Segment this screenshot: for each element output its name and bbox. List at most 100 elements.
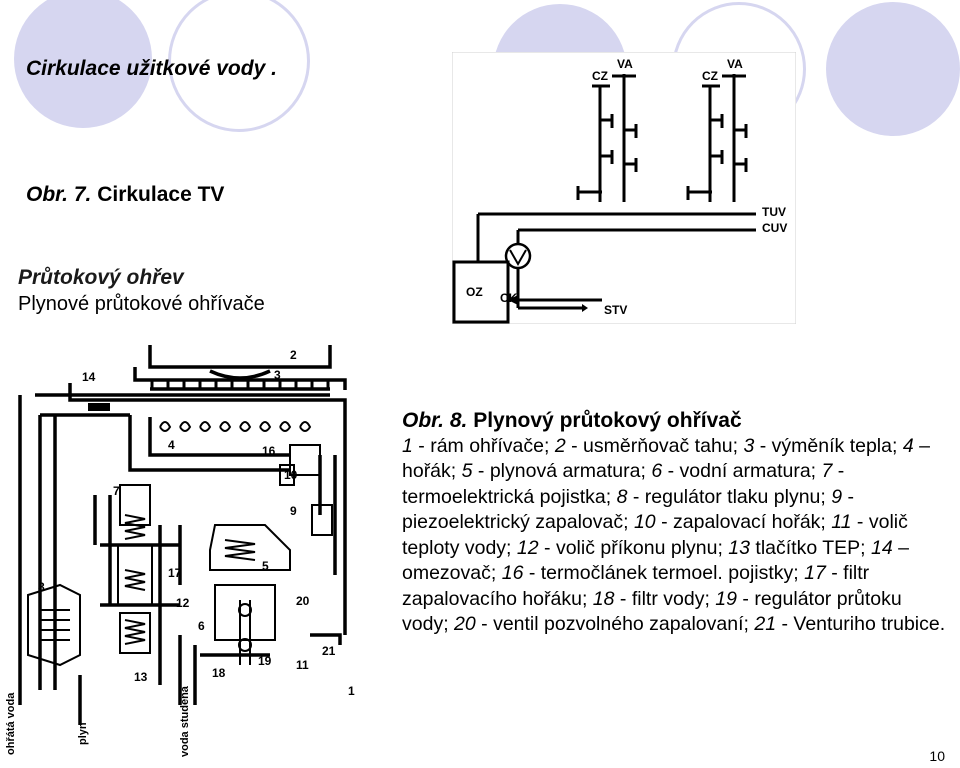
legend-item-number: 3 <box>743 434 755 457</box>
legend-item-separator: - <box>825 562 844 584</box>
legend-item-text: tlačítko TEP; <box>755 536 872 559</box>
legend-item-number: 10 <box>633 511 656 533</box>
legend-item-number: 16 <box>501 562 524 584</box>
legend-item: 5 - plynová armatura; <box>462 460 652 482</box>
label-8: 8 <box>38 580 45 594</box>
legend-item-text: výměník tepla; <box>771 434 903 457</box>
legend-item-separator: - <box>538 536 556 559</box>
label-7: 7 <box>113 484 120 498</box>
label-14: 14 <box>82 370 96 384</box>
legend-item: 6 - vodní armatura; <box>651 460 821 482</box>
label-16: 16 <box>262 444 276 458</box>
figure-8-title-text: Plynový průtokový ohřívač <box>473 409 742 432</box>
label-3: 3 <box>274 368 281 382</box>
legend-item-text: plynová armatura; <box>489 460 652 482</box>
legend-item: 21 - Venturiho trubice. <box>754 613 945 635</box>
figure-7-label: Cirkulace TV <box>97 183 225 206</box>
legend-item-separator: - <box>614 587 632 610</box>
tuv-label: TUV <box>762 205 786 219</box>
figure-7-prefix: Obr. 7. <box>26 183 92 206</box>
water-heater-diagram: 1 2 3 4 5 6 7 8 9 10 11 12 13 14 16 17 1… <box>5 345 355 757</box>
legend-item-number: 14 <box>871 536 893 559</box>
label-9: 9 <box>290 504 297 518</box>
legend-item: 13 tlačítko TEP; <box>728 537 871 559</box>
label-20: 20 <box>296 594 310 608</box>
va-label-left: VA <box>617 57 633 71</box>
legend-item-number: 1 <box>402 434 413 457</box>
label-18: 18 <box>212 666 226 680</box>
cz-label-left: CZ <box>592 69 608 83</box>
figure-8-legend: Obr. 8. Plynový průtokový ohřívač 1 - rá… <box>402 408 950 638</box>
legend-item-separator: – <box>892 536 909 559</box>
legend-item-number: 21 <box>754 613 777 635</box>
legend-item-text: volič příkonu plynu; <box>555 536 729 559</box>
legend-item-separator: - <box>627 485 645 508</box>
legend-item: 7 - termoelektrická pojistka; <box>402 460 844 508</box>
page-number: 10 <box>929 748 945 764</box>
legend-item-separator: - <box>842 485 855 508</box>
legend-item-number: 6 <box>651 460 663 482</box>
section-heading: Průtokový ohřev <box>18 266 184 289</box>
figure-7-caption: Obr. 7. Cirkulace TV <box>26 183 224 207</box>
legend-item-separator: - <box>851 511 869 533</box>
ck-label: CK <box>500 291 518 305</box>
legend-item-number: 8 <box>616 485 628 508</box>
slide-title: Cirkulace užitkové vody . <box>26 57 277 80</box>
legend-item-separator: - <box>472 460 490 482</box>
section-subheading: Plynové průtokové ohřívače <box>18 293 265 315</box>
legend-item-text: Venturiho trubice. <box>793 613 946 635</box>
legend-item: 2 - usměrňovač tahu; <box>555 435 744 457</box>
label-5: 5 <box>262 559 269 573</box>
legend-item-separator: - <box>412 434 431 457</box>
legend-item-number: 17 <box>804 562 826 584</box>
label-1: 1 <box>348 684 355 698</box>
legend-item-separator: - <box>475 613 494 635</box>
legend-item-number: 19 <box>715 587 737 610</box>
legend-item-text: zapalovací hořák; <box>673 511 832 533</box>
legend-item: 16 - termočlánek termoel. pojistky; <box>502 562 804 584</box>
legend-item: 19 - regulátor průtoku vody; <box>402 588 902 636</box>
legend-item: 18 - filtr vody; <box>593 588 715 610</box>
label-12: 12 <box>176 596 190 610</box>
decorative-circle <box>826 2 960 136</box>
label-19: 19 <box>258 654 272 668</box>
legend-item: 10 - zapalovací hořák; <box>634 511 831 533</box>
gas-label: plyn <box>77 722 89 745</box>
legend-item-text: filtr vody; <box>631 587 716 610</box>
legend-item-separator: – <box>913 434 930 457</box>
legend-item-separator: - <box>776 613 794 635</box>
legend-item-separator: - <box>523 562 541 584</box>
stv-label: STV <box>604 303 627 317</box>
label-21: 21 <box>322 644 336 658</box>
legend-item-number: 11 <box>831 511 852 533</box>
legend-item-separator: - <box>736 587 755 610</box>
label-11: 11 <box>296 658 309 672</box>
legend-item-number: 13 <box>728 536 750 559</box>
legend-item-text: omezovač; <box>402 562 502 584</box>
legend-item-number: 18 <box>592 587 615 610</box>
figure-8-prefix: Obr. 8. <box>402 409 468 432</box>
legend-item-text: ventil pozvolného zapalovaní; <box>493 613 755 635</box>
decorative-circle <box>14 0 152 128</box>
hot-water-label: ohřátá voda <box>5 692 17 755</box>
legend-item-number: 9 <box>831 485 843 508</box>
legend-item-text: rám ohřívače; <box>430 434 555 457</box>
cuv-label: CUV <box>762 221 787 235</box>
legend-item-separator: - <box>565 434 584 457</box>
legend-item-separator: - <box>655 511 673 533</box>
legend-item-text: piezoelektrický zapalovač; <box>402 511 634 533</box>
figure-8-title: Obr. 8. Plynový průtokový ohřívač <box>402 408 950 434</box>
legend-item-separator: - <box>832 460 845 482</box>
legend-item-text: termoelektrická pojistka; <box>402 485 617 508</box>
label-6: 6 <box>198 619 205 633</box>
legend-item: 14 – omezovač; <box>402 537 909 585</box>
oz-label: OZ <box>466 285 483 299</box>
legend-item-separator: - <box>662 460 680 482</box>
legend-item-text: hořák; <box>402 460 462 482</box>
legend-item-text: regulátor tlaku plynu; <box>644 485 832 508</box>
legend-item: 8 - regulátor tlaku plynu; <box>617 486 832 508</box>
legend-body: 1 - rám ohřívače; 2 - usměrňovač tahu; 3… <box>402 434 950 638</box>
legend-item-number: 2 <box>554 434 566 457</box>
legend-item: 1 - rám ohřívače; <box>402 435 555 457</box>
cz-label-right: CZ <box>702 69 718 83</box>
